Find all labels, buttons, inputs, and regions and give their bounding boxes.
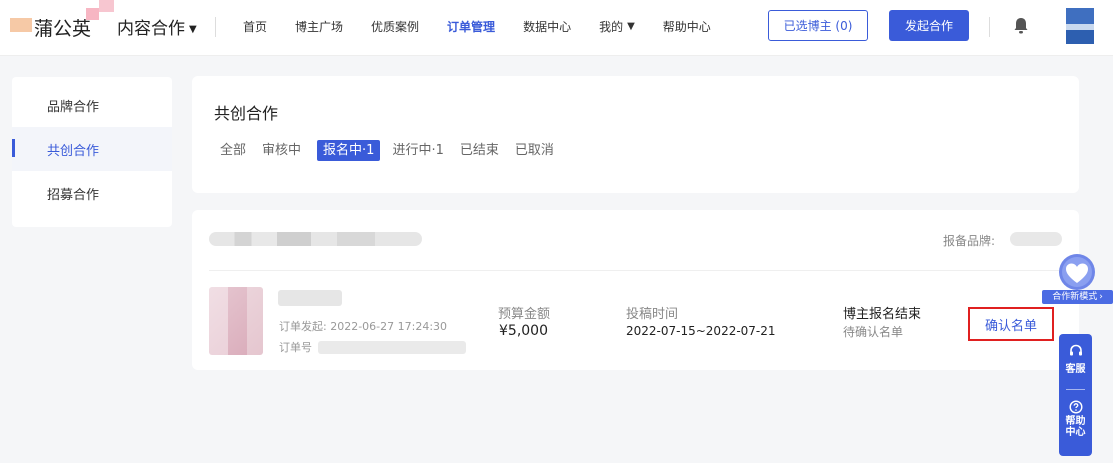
- nav-help[interactable]: 帮助中心: [662, 20, 711, 34]
- submission-time-label: 投稿时间: [626, 307, 679, 322]
- budget-label: 预算金额: [498, 307, 551, 322]
- help-center-button[interactable]: 帮助中心: [1059, 398, 1092, 438]
- business-switch[interactable]: 内容合作 ▼: [117, 14, 197, 39]
- tab-all[interactable]: 全部: [220, 143, 247, 158]
- nav-orders[interactable]: 订单管理: [447, 20, 496, 34]
- tab-enrolling[interactable]: 报名中·1: [317, 140, 381, 161]
- report-brand-label: 报备品牌:: [943, 234, 996, 248]
- order-created-time: 订单发起: 2022-06-27 17:24:30: [279, 320, 448, 333]
- bell-icon[interactable]: [1012, 16, 1030, 36]
- chevron-right-icon: ›: [1099, 292, 1103, 302]
- chevron-down-icon: ▼: [627, 21, 635, 32]
- customer-service-button[interactable]: 客服: [1059, 342, 1092, 375]
- tab-reviewing[interactable]: 审核中: [262, 143, 302, 158]
- business-label: 内容合作: [117, 19, 185, 39]
- brand-logo-icon: [10, 0, 114, 32]
- sidebar-item-recruitment[interactable]: 招募合作: [47, 187, 100, 203]
- floating-service-panel: 客服 帮助中心: [1059, 334, 1092, 456]
- sidebar-item-label: 共创合作: [47, 143, 100, 159]
- chevron-down-icon: ▼: [189, 24, 197, 35]
- confirm-list-button[interactable]: 确认名单: [968, 307, 1054, 341]
- sidebar-item-brand-cooperation[interactable]: 品牌合作: [47, 99, 100, 115]
- nav-mine[interactable]: 我的▼: [599, 18, 635, 35]
- blurred-order-title: [278, 290, 342, 306]
- blurred-report-brand: [1010, 232, 1062, 246]
- blurred-order-name: [209, 232, 422, 246]
- headset-icon: [1069, 344, 1082, 356]
- filter-panel: 共创合作 全部 审核中 报名中·1 进行中·1 已结束 已取消: [192, 76, 1079, 193]
- order-card: 报备品牌: 订单发起: 2022-06-27 17:24:30 订单号 预算金额…: [192, 210, 1079, 370]
- sidebar: 品牌合作 共创合作 招募合作: [12, 77, 172, 227]
- order-thumbnail: [209, 287, 263, 355]
- tab-in-progress[interactable]: 进行中·1: [392, 143, 444, 158]
- customer-service-label: 客服: [1065, 364, 1086, 375]
- tab-cancelled[interactable]: 已取消: [514, 143, 554, 158]
- nav-data-center[interactable]: 数据中心: [523, 20, 572, 34]
- budget-value: ¥5,000: [499, 323, 548, 339]
- page-title: 共创合作: [214, 104, 279, 123]
- help-center-label: 帮助中心: [1065, 416, 1086, 438]
- nav-cases[interactable]: 优质案例: [371, 20, 420, 34]
- nav-blogger-square[interactable]: 博主广场: [295, 20, 344, 34]
- sidebar-item-co-creation[interactable]: 共创合作: [12, 127, 172, 171]
- active-indicator: [12, 139, 15, 157]
- question-icon: [1068, 400, 1083, 414]
- order-number-label: 订单号: [279, 341, 312, 354]
- selected-bloggers-button[interactable]: 已选博主 (0): [768, 10, 868, 41]
- submission-time-value: 2022-07-15~2022-07-21: [626, 324, 776, 338]
- new-mode-tag[interactable]: 合作新模式›: [1042, 290, 1113, 304]
- order-status: 博主报名结束: [843, 307, 922, 322]
- header-divider: [989, 17, 990, 37]
- launch-cooperation-button[interactable]: 发起合作: [889, 10, 969, 41]
- card-divider: [209, 270, 1061, 271]
- panel-divider: [1066, 389, 1085, 390]
- blurred-order-number: [318, 341, 466, 354]
- header-divider: [215, 17, 216, 37]
- status-tabs: 全部 审核中 报名中·1 进行中·1 已结束 已取消: [220, 140, 570, 161]
- nav-home[interactable]: 首页: [243, 20, 268, 34]
- heart-icon[interactable]: [1055, 253, 1099, 293]
- brand-name[interactable]: 蒲公英: [34, 18, 92, 40]
- avatar[interactable]: [1066, 8, 1094, 44]
- main-nav: 首页 博主广场 优质案例 订单管理 数据中心 我的▼ 帮助中心: [243, 18, 739, 35]
- tab-finished[interactable]: 已结束: [459, 143, 499, 158]
- order-substatus: 待确认名单: [843, 325, 904, 339]
- nav-mine-label: 我的: [599, 20, 624, 34]
- top-header: 蒲公英 内容合作▼ 首页 博主广场 优质案例 订单管理 数据中心 我的▼ 帮助中…: [0, 0, 1113, 56]
- new-mode-label: 合作新模式: [1052, 292, 1098, 302]
